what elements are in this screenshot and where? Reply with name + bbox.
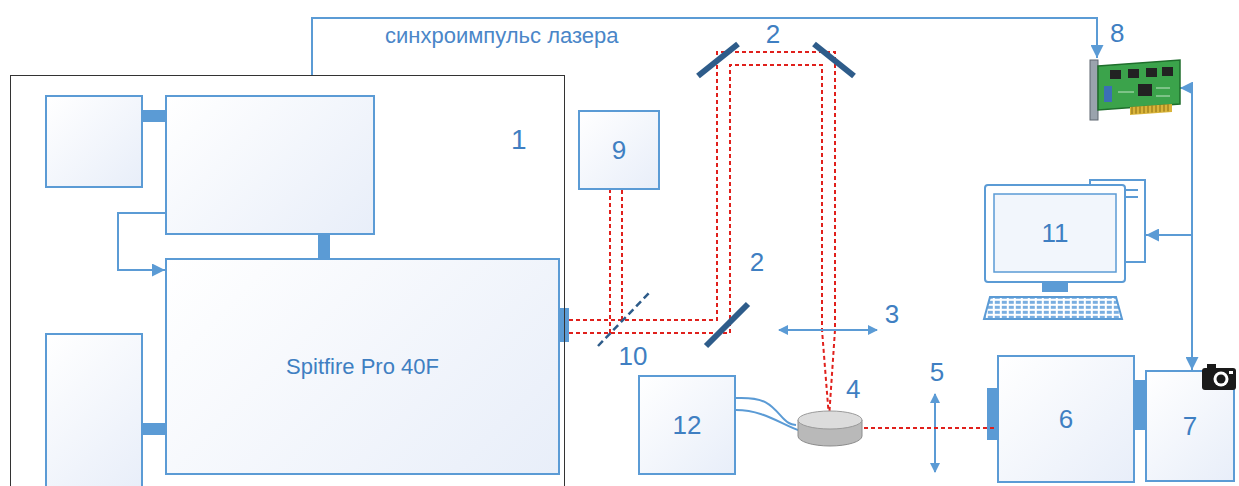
laser-beam — [569, 52, 835, 418]
callout-number: 10 — [617, 343, 650, 369]
chip — [1128, 69, 1139, 78]
contact-pin — [1140, 106, 1141, 113]
connector-bar — [143, 423, 165, 435]
chip — [1138, 84, 1152, 96]
callout-number: 9 — [612, 137, 626, 163]
beam-splitter — [598, 292, 650, 346]
callout-number: 6 — [1059, 406, 1073, 432]
signal-line — [736, 398, 796, 425]
connector-bar — [318, 235, 330, 258]
collecting-lens — [934, 394, 936, 472]
camera-top — [1207, 364, 1216, 370]
callout-number: 11 — [1042, 220, 1069, 246]
device-box: 12 — [638, 375, 736, 475]
device-box — [45, 333, 143, 486]
camera-icon — [1201, 362, 1237, 392]
acquisition-card — [1090, 58, 1180, 122]
reference-beam — [609, 190, 611, 333]
card-node: 8 — [1090, 58, 1180, 122]
chip — [1110, 70, 1121, 79]
callout-number: 2 — [764, 21, 782, 47]
camera-lens — [1214, 372, 1229, 387]
camera-body — [1202, 368, 1236, 390]
contact-pin — [1132, 107, 1133, 114]
monitor-screen — [994, 194, 1116, 272]
monitor-frame — [985, 185, 1125, 282]
mirror — [698, 44, 738, 76]
card-trace — [1118, 88, 1170, 96]
sample-top — [798, 411, 862, 429]
device-name: Spitfire Pro 40F — [286, 356, 439, 378]
reference-beam — [621, 190, 623, 320]
device-box — [165, 95, 375, 235]
keyboard — [984, 297, 1122, 319]
card-board — [1098, 60, 1180, 110]
camera-lens — [1217, 375, 1226, 384]
contact-pin — [1160, 105, 1161, 112]
contact-pin — [1144, 106, 1145, 113]
contact-pin — [1152, 106, 1153, 113]
device-box: Spitfire Pro 40F — [165, 258, 560, 475]
mirror — [814, 44, 854, 76]
contact-pin — [1164, 105, 1165, 112]
connector-bar — [143, 110, 165, 122]
signal-beam — [864, 427, 997, 429]
sample-node: 4 — [796, 410, 864, 448]
card-contacts — [1130, 104, 1172, 115]
contact-pin — [1148, 106, 1149, 113]
callout-number: 3 — [883, 301, 901, 327]
callout-number: 7 — [1183, 413, 1197, 439]
contact-pin — [1136, 107, 1137, 114]
focusing-lens — [779, 329, 877, 331]
callout-number: 4 — [846, 376, 860, 402]
sample-cylinder — [796, 410, 864, 448]
camera-flash — [1229, 371, 1233, 374]
monitor-stand — [1042, 282, 1068, 292]
camera-node: 7 — [1145, 370, 1235, 482]
computer-node: 11 — [980, 180, 1146, 322]
laser-system-housing: Spitfire Pro 40F 1 — [10, 75, 565, 486]
callout-number: 1 — [511, 126, 527, 154]
contact-pin — [1156, 105, 1157, 112]
signal-line — [1180, 88, 1192, 370]
signal-label: синхроимпульс лазера — [385, 24, 619, 48]
device-box: 9 — [578, 110, 660, 190]
card-bracket — [1090, 60, 1098, 120]
computer-drawing — [980, 180, 1146, 322]
callout-number: 2 — [748, 249, 766, 275]
mirror — [706, 304, 748, 346]
device-box: 6 — [997, 355, 1135, 483]
callout-number: 12 — [673, 412, 702, 438]
signal-line — [312, 18, 1097, 75]
card-connector — [1104, 86, 1112, 102]
chip — [1146, 68, 1157, 77]
callout-number: 8 — [1110, 20, 1124, 46]
chip — [1162, 67, 1173, 76]
signal-line — [118, 213, 165, 270]
laser-beam — [569, 65, 829, 418]
device-box — [45, 95, 143, 188]
callout-number: 5 — [928, 359, 946, 385]
contact-pin — [1168, 104, 1169, 111]
